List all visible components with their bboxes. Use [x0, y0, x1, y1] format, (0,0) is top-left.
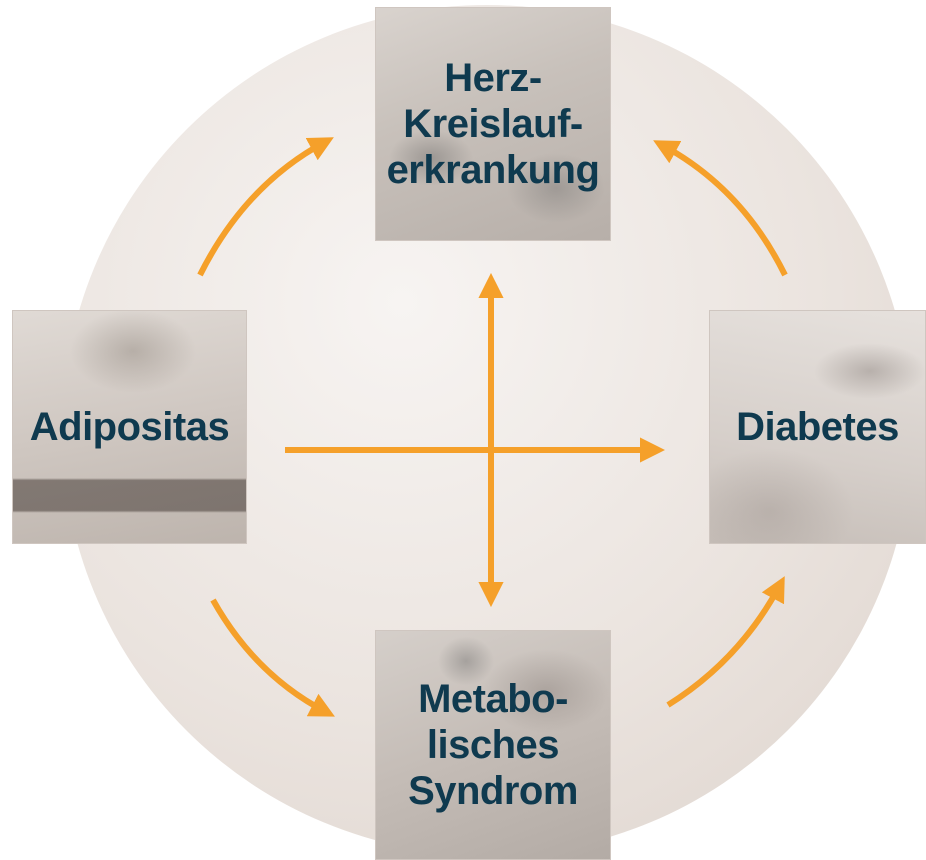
arrow-adipositas-to-metabolisch: [213, 600, 326, 712]
node-label: Herz- Kreislauf- erkrankung: [387, 55, 600, 193]
node-label: Metabo- lisches Syndrom: [408, 676, 578, 814]
node-label: Adipositas: [30, 404, 229, 450]
arrow-diabetes-to-herz: [662, 145, 785, 275]
arrow-adipositas-to-herz: [200, 142, 325, 275]
node-diabetes: Diabetes: [709, 310, 926, 544]
node-metabolisches-syndrom: Metabo- lisches Syndrom: [375, 630, 611, 860]
node-adipositas: Adipositas: [12, 310, 247, 544]
node-herz-kreislauferkrankung: Herz- Kreislauf- erkrankung: [375, 7, 611, 241]
node-label: Diabetes: [736, 404, 899, 450]
arrow-metabolisch-to-diabetes: [668, 585, 780, 705]
